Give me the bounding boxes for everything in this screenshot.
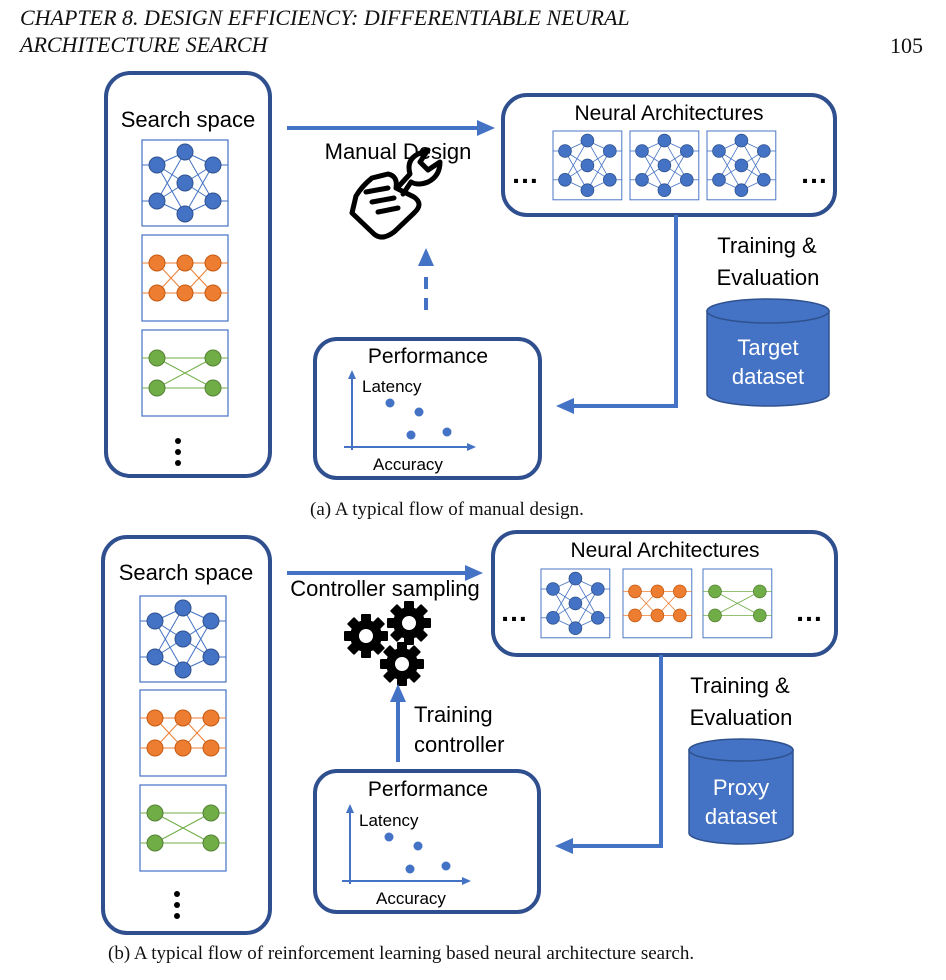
training-controller-label-line1: Training xyxy=(414,702,493,727)
ellipsis-right: … xyxy=(800,158,828,189)
arrowhead-icon xyxy=(477,120,495,136)
orange-network-icon xyxy=(141,234,229,322)
running-header: CHAPTER 8. DESIGN EFFICIENCY: DIFFERENTI… xyxy=(20,4,630,58)
hand-wrench-icon xyxy=(349,147,443,240)
target-dataset-cylinder: Target dataset xyxy=(706,298,830,407)
performance-label: Performance xyxy=(368,778,488,801)
ellipsis-right: … xyxy=(795,596,823,627)
training-evaluation-arrow xyxy=(573,215,678,408)
blue-network-icon xyxy=(706,130,777,201)
evaluation-label: Evaluation xyxy=(717,265,820,290)
arrowhead-icon xyxy=(418,248,434,266)
arrowhead-icon xyxy=(348,370,356,379)
dataset-label-line2: dataset xyxy=(732,364,804,389)
latency-label: Latency xyxy=(362,377,422,396)
neural-architectures-label: Neural Architectures xyxy=(574,102,763,125)
evaluation-label: Evaluation xyxy=(690,705,793,730)
dataset-label-line1: Proxy xyxy=(713,775,769,800)
figure-a: Search space Manual Design Neural Archit… xyxy=(104,71,837,480)
performance-panel xyxy=(313,337,542,480)
dataset-label-line2: dataset xyxy=(705,804,777,829)
search-space-label: Search space xyxy=(119,560,254,585)
chapter-title-line1: CHAPTER 8. DESIGN EFFICIENCY: DIFFERENTI… xyxy=(20,5,630,30)
scatter-points xyxy=(385,398,452,440)
figure-b: Search space Controller sampling Trainin… xyxy=(101,530,838,935)
performance-label: Performance xyxy=(368,345,488,368)
training-evaluation-arrow xyxy=(572,655,663,848)
figure-a-caption: (a) A typical flow of manual design. xyxy=(310,499,584,520)
latency-label: Latency xyxy=(359,811,419,830)
arrowhead-icon xyxy=(462,877,471,885)
manual-design-label: Manual Design xyxy=(325,139,472,164)
green-network-icon xyxy=(141,329,229,417)
orange-network-icon xyxy=(139,689,227,777)
orange-network-icon xyxy=(622,568,693,639)
ellipsis-left: … xyxy=(511,158,539,189)
arrowhead-icon xyxy=(555,838,573,854)
arrowhead-icon xyxy=(467,443,476,451)
proxy-dataset-cylinder: Proxy dataset xyxy=(688,738,794,845)
blue-network-icon xyxy=(139,595,227,683)
blue-network-icon xyxy=(552,130,623,201)
blue-network-icon xyxy=(629,130,700,201)
scatter-points xyxy=(384,832,451,874)
accuracy-label: Accuracy xyxy=(376,889,446,908)
dataset-label-line1: Target xyxy=(737,335,798,360)
performance-panel xyxy=(313,769,541,914)
arrowhead-icon xyxy=(346,804,354,813)
arrowhead-icon xyxy=(390,684,406,702)
neural-architectures-label: Neural Architectures xyxy=(570,539,759,562)
arrowhead-icon xyxy=(556,398,574,414)
gears-icon xyxy=(344,601,431,686)
blue-network-icon xyxy=(540,568,611,639)
vertical-ellipsis-icon xyxy=(174,891,180,919)
green-network-icon xyxy=(702,568,773,639)
page-number: 105 xyxy=(890,33,923,58)
search-space-label: Search space xyxy=(121,107,256,132)
arrowhead-icon xyxy=(465,565,483,581)
training-controller-label-line2: controller xyxy=(414,732,504,757)
accuracy-label: Accuracy xyxy=(373,455,443,474)
training-label: Training & xyxy=(717,233,817,258)
chapter-title-line2: ARCHITECTURE SEARCH xyxy=(20,32,268,57)
green-network-icon xyxy=(139,784,227,872)
figure-b-caption: (b) A typical flow of reinforcement lear… xyxy=(108,943,695,964)
blue-network-icon xyxy=(141,139,229,227)
controller-sampling-label: Controller sampling xyxy=(290,576,480,601)
training-label: Training & xyxy=(690,673,790,698)
vertical-ellipsis-icon xyxy=(175,438,181,466)
ellipsis-left: … xyxy=(500,596,528,627)
